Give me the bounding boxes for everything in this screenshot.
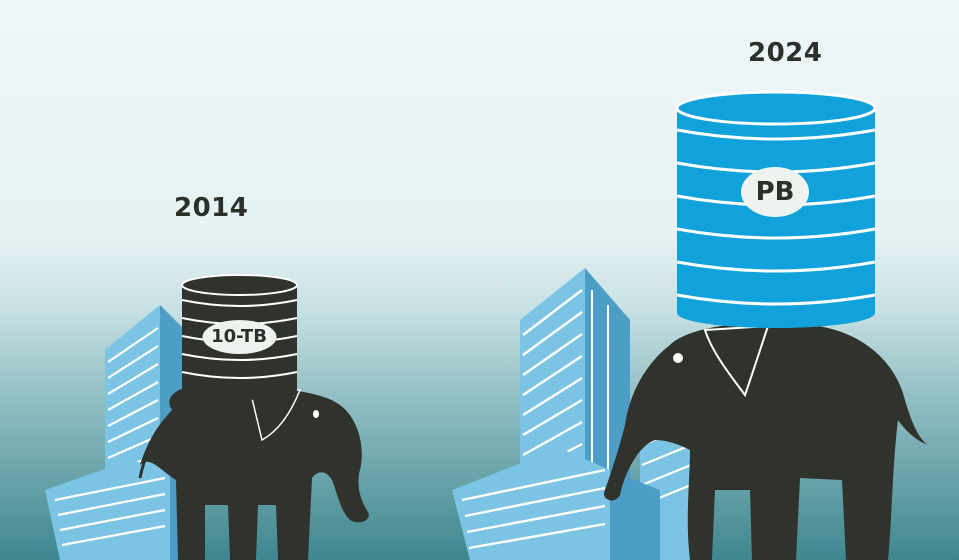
right-elephant (603, 322, 928, 560)
year-label-2024: 2024 (748, 38, 823, 68)
right-database-icon (675, 90, 877, 328)
year-label-2014: 2014 (174, 193, 249, 223)
storage-label-pb: PB (755, 177, 795, 207)
left-database-icon (181, 274, 298, 400)
left-elephant (138, 383, 369, 560)
storage-label-10tb: 10-TB (211, 326, 267, 347)
